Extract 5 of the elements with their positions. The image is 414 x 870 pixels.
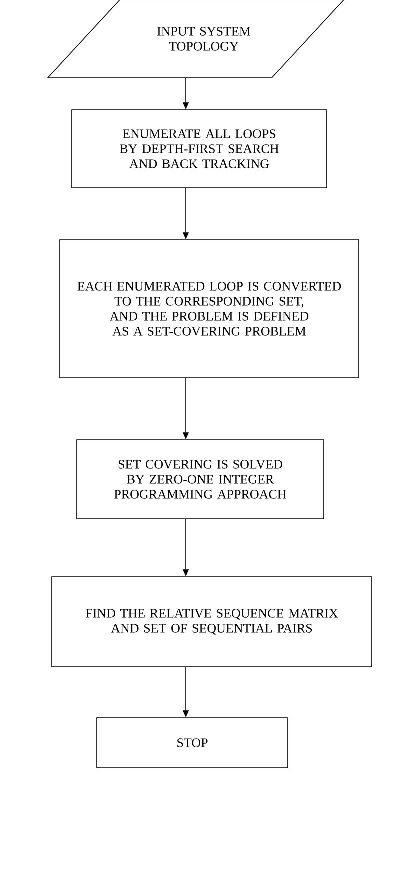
process-box: EACH ENUMERATED LOOP IS CONVERTED TO THE CORRESPONDING SET, AND THE PROBLEM IS DEFINED AS A SET-COVERING PROBLEM — [60, 240, 360, 378]
process-box: ENUMERATE ALL LOOPS BY DEPTH-FIRST SEARCH AND BACK TRACKING — [72, 110, 328, 188]
process-box: FIND THE RELATIVE SEQUENCE MATRIX AND SET OF SEQUENTIAL PAIRS — [52, 576, 372, 668]
process-box: STOP — [96, 718, 288, 768]
process-box: SET COVERING IS SOLVED BY ZERO-ONE INTEGER PROGRAMMING APPROACH — [76, 440, 324, 520]
